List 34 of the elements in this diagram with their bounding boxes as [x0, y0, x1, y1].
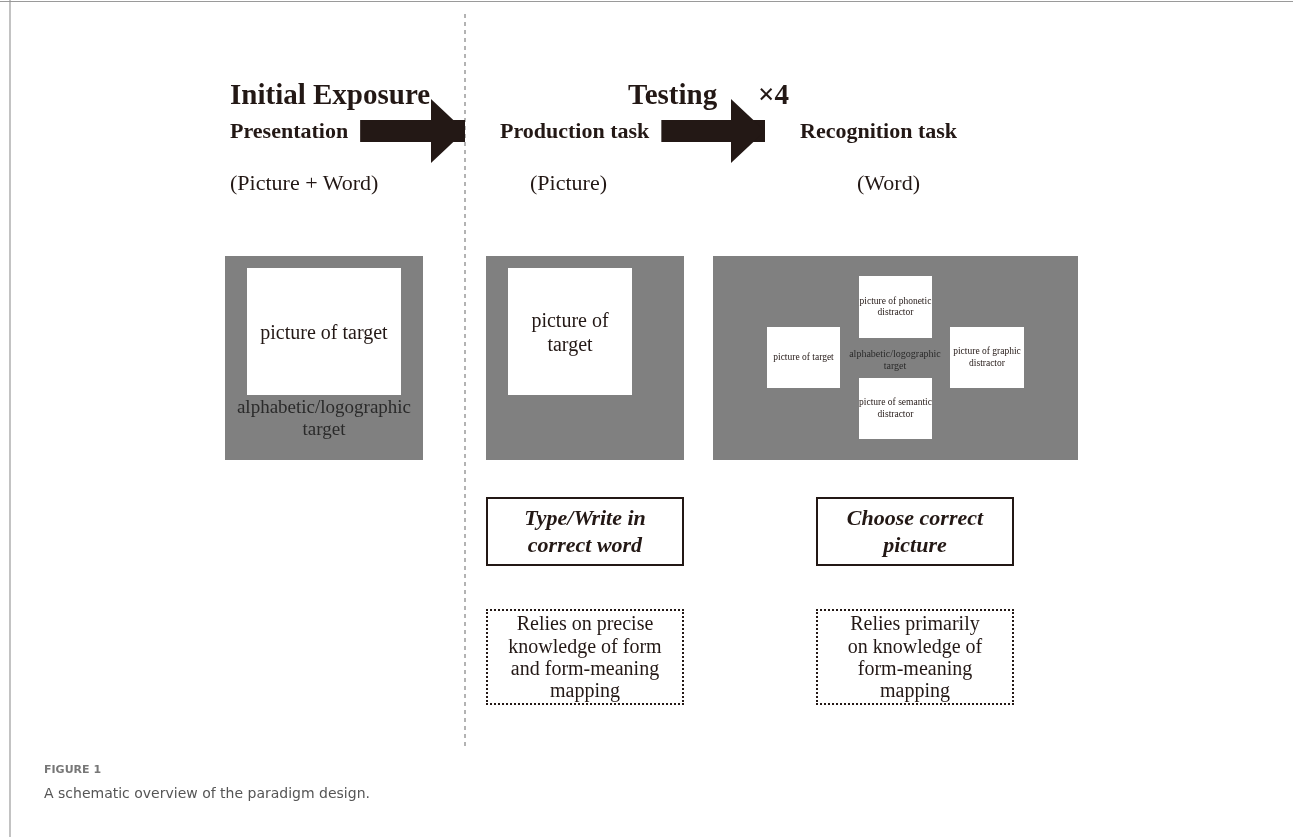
stimulus-note: (Picture)	[530, 170, 607, 196]
screen-panel	[225, 256, 423, 460]
block-arrow	[360, 99, 465, 163]
picture-card	[247, 268, 401, 395]
stimulus-note: (Word)	[857, 170, 920, 196]
heading: Testing	[628, 78, 718, 111]
task-box: Choose correct picture	[816, 497, 1014, 566]
step-heading: Production task	[500, 118, 650, 144]
block-arrow	[661, 99, 765, 163]
heading: ×4	[758, 78, 790, 111]
picture-card	[859, 378, 932, 439]
picture-card	[508, 268, 632, 395]
step-heading: Presentation	[230, 118, 349, 144]
picture-card	[950, 327, 1024, 388]
step-heading: Recognition task	[800, 118, 958, 144]
picture-caption: picture of target	[773, 351, 834, 364]
stimulus-note: (Picture + Word)	[230, 170, 379, 196]
picture-caption: picture of target	[530, 307, 610, 356]
target-word: alphabetic/logographic target	[848, 348, 942, 371]
heading: Initial Exposure	[230, 78, 431, 111]
picture-caption: picture of semantic distractor	[859, 397, 932, 420]
picture-card	[859, 276, 932, 338]
picture-caption: picture of graphic distractor	[952, 346, 1022, 369]
target-word: alphabetic/logographic target	[235, 396, 413, 440]
note-box: Relies on precise knowledge of form and form-meaning mapping	[486, 609, 684, 705]
picture-caption: picture of phonetic distractor	[859, 295, 932, 319]
screen-panel	[713, 256, 1078, 460]
picture-card	[767, 327, 840, 388]
picture-caption: picture of target	[260, 319, 388, 344]
screen-panel	[486, 256, 684, 460]
figure-number: FIGURE 1	[44, 763, 102, 776]
task-box: Type/Write in correct word	[486, 497, 684, 566]
note-box: Relies primarily on knowledge of form-meaning mapping	[816, 609, 1014, 705]
caption: A schematic overview of the paradigm design.	[44, 785, 370, 801]
